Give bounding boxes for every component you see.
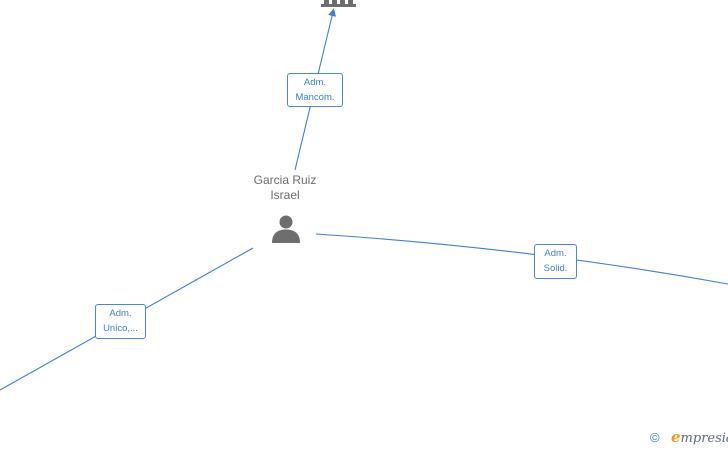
person-name[interactable]: Garcia Ruiz Israel [234, 173, 336, 203]
relation-label-line1: Adm. [303, 77, 327, 88]
relation-label-line1: Adm. [544, 248, 567, 259]
relation-label-line2: Mancom. [295, 92, 335, 103]
relation-label-line2: Solid. [543, 263, 568, 274]
relation-label-solid[interactable]: Adm. Solid. [534, 244, 577, 279]
copyright-icon: © [650, 430, 660, 445]
relation-label-mancom[interactable]: Adm. Mancom. [287, 73, 343, 107]
brand-logo-first-letter: e [671, 428, 681, 446]
person-name-line2: Israel [270, 188, 300, 202]
relation-label-line1: Adm. [109, 308, 132, 319]
person-icon[interactable] [270, 212, 302, 244]
brand-logo-rest: mpresia [680, 431, 728, 446]
person-name-line1: Garcia Ruiz [253, 173, 317, 187]
brand-logo[interactable]: empresia [671, 429, 728, 447]
relation-label-unico[interactable]: Adm. Unico,... [95, 304, 146, 339]
building-icon[interactable] [321, 0, 357, 8]
edge-to-right-node [315, 233, 728, 285]
relation-label-line2: Unico,... [103, 323, 138, 334]
